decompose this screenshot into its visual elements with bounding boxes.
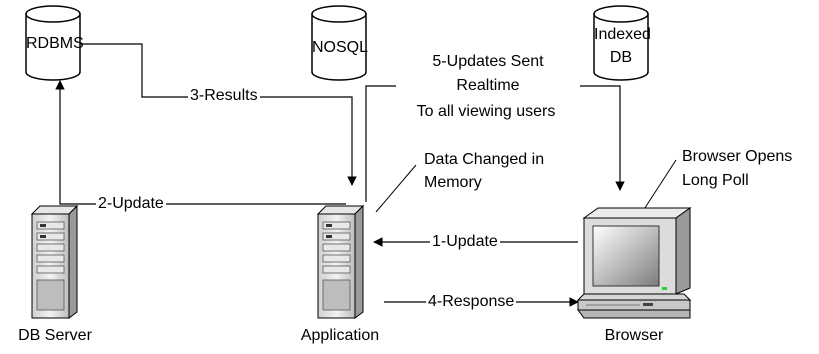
updates-sent-label-line3: To all viewing users: [416, 103, 556, 120]
browser-opens-label-line1: Browser Opens: [682, 148, 793, 165]
nosql-label: NOSQL: [312, 39, 369, 56]
results-3-label: 3-Results: [188, 86, 260, 106]
db-server-label: DB Server: [18, 327, 92, 344]
indexed-db-icon: [593, 5, 649, 81]
indexed-db-label-line1: Indexed: [594, 26, 651, 43]
browser-computer-icon: [576, 207, 692, 319]
nosql-database-icon: [311, 5, 367, 81]
update-2-arrow: [55, 80, 346, 205]
updates-sent-label-line1: 5-Updates Sent: [396, 52, 580, 72]
data-changed-label-line1: Data Changed in: [424, 151, 545, 168]
application-server-icon: [316, 204, 365, 319]
browser-opens-label-line2: Long Poll: [682, 172, 749, 189]
application-label: Application: [300, 327, 380, 344]
data-changed-callout-line: [375, 164, 417, 213]
db-server-icon: [30, 204, 79, 319]
indexed-db-label-line2: DB: [609, 49, 633, 66]
results-3-arrow: [80, 43, 357, 186]
browser-opens-callout-line: [640, 159, 677, 215]
update-1-label: 1-Update: [430, 232, 500, 252]
data-changed-label-line2: Memory: [424, 174, 482, 191]
response-4-label: 4-Response: [426, 292, 517, 312]
rdbms-label: RDBMS: [26, 35, 84, 52]
update-2-label: 2-Update: [96, 194, 166, 214]
updates-sent-label-line2: Realtime: [396, 76, 580, 96]
browser-label: Browser: [604, 327, 664, 344]
rdbms-database-icon: [25, 5, 81, 81]
